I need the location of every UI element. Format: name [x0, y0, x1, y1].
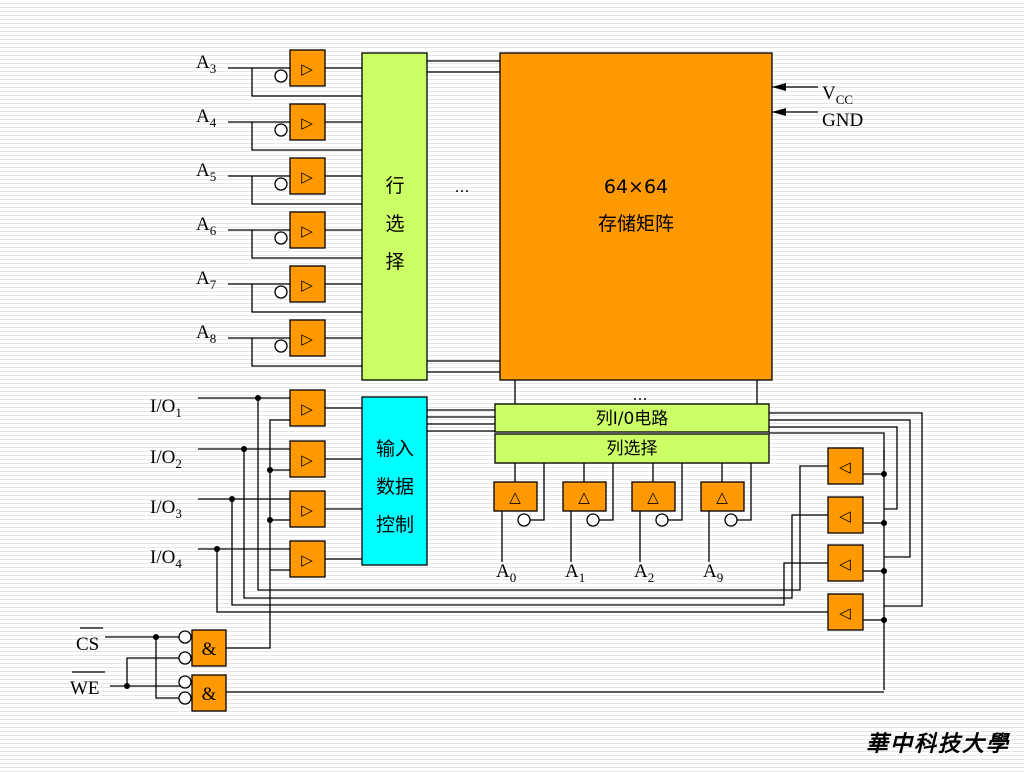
io-label-1: I/O1	[150, 396, 182, 420]
buffer-triangle-icon: ▷	[301, 551, 313, 569]
storage-matrix	[499, 52, 773, 381]
row-select-block	[361, 52, 428, 381]
buffer-triangle-icon: ◁	[839, 555, 851, 573]
buffer-triangle-icon: ▷	[301, 222, 313, 240]
output-buffer-1	[827, 447, 864, 485]
buffer-triangle-icon: ▷	[301, 60, 313, 78]
row-address-label-6: A6	[196, 214, 217, 238]
column-address-label-9: A9	[703, 561, 723, 585]
row-ellipsis: …	[455, 178, 470, 196]
buffer-triangle-icon: ▷	[301, 168, 313, 186]
io-label-4: I/O4	[150, 547, 182, 571]
row-address-label-3: A3	[196, 52, 216, 76]
column-address-buffers: △ A0 △ A1 △ A2 △ A9	[493, 463, 752, 585]
buffer-triangle-icon: ◁	[839, 604, 851, 622]
row-select-char-3: 择	[385, 251, 404, 273]
input-buffer-io2	[289, 440, 326, 478]
input-data-control-block	[361, 396, 428, 566]
output-buffers: ◁ ◁ ◁ ◁	[216, 398, 923, 690]
row-buffer-a6	[289, 211, 326, 249]
and-symbol: &	[202, 639, 217, 660]
buffer-triangle-icon: △	[647, 488, 659, 506]
buffer-triangle-icon: ▷	[301, 501, 313, 519]
row-address-label-4: A4	[196, 106, 217, 130]
input-ctrl-line-2: 数据	[376, 476, 414, 498]
row-address-label-8: A8	[196, 322, 216, 346]
row-address-label-5: A5	[196, 160, 216, 184]
row-address-label-7: A7	[196, 268, 217, 292]
input-ctrl-line-1: 输入	[376, 438, 414, 460]
input-buffer-io4	[289, 540, 326, 578]
row-buffer-a8	[289, 319, 326, 357]
we-label: WE	[70, 678, 100, 699]
buffer-triangle-icon: ▷	[301, 451, 313, 469]
row-buffer-a7	[289, 265, 326, 303]
row-select-char-1: 行	[385, 175, 404, 197]
row-buffer-a4	[289, 103, 326, 141]
column-buffer-a9	[700, 481, 745, 512]
buffer-triangle-icon: △	[578, 488, 590, 506]
io-label-2: I/O2	[150, 447, 182, 471]
buffer-triangle-icon: ▷	[301, 330, 313, 348]
university-logo: 華中科技大學	[865, 731, 1010, 757]
row-address-buffers: A3 ▷ A4 ▷ A5 ▷ A6 ▷ A7 ▷ A8 ▷	[196, 49, 362, 367]
buffer-triangle-icon: ◁	[839, 458, 851, 476]
gnd-label: GND	[822, 110, 863, 131]
column-select-label: 列选择	[607, 439, 658, 459]
output-buffer-2	[827, 496, 864, 534]
buffer-triangle-icon: △	[716, 488, 728, 506]
vcc-label: VCC	[822, 83, 853, 107]
buffer-triangle-icon: ◁	[839, 507, 851, 525]
column-address-label-0: A0	[496, 561, 516, 585]
buffer-triangle-icon: ▷	[301, 276, 313, 294]
column-io-label: 列I/0电路	[596, 409, 669, 429]
column-buffer-a0	[493, 481, 538, 512]
buffer-triangle-icon: ▷	[301, 400, 313, 418]
output-buffer-4	[827, 593, 864, 631]
control-logic: CS WE & &	[70, 627, 884, 712]
and-gate-write	[191, 674, 227, 712]
column-buffer-a1	[562, 481, 607, 512]
column-ellipsis: …	[633, 386, 648, 404]
io-label-3: I/O3	[150, 497, 182, 521]
column-buffer-a2	[631, 481, 676, 512]
cs-label: CS	[76, 634, 99, 655]
column-select-block	[494, 433, 770, 464]
buffer-triangle-icon: △	[509, 488, 521, 506]
row-buffer-a5	[289, 157, 326, 195]
column-io-circuit	[494, 403, 770, 433]
matrix-size: 64×64	[604, 176, 668, 198]
row-select-char-2: 选	[385, 213, 404, 235]
matrix-name: 存储矩阵	[598, 213, 674, 235]
column-address-label-2: A2	[634, 561, 654, 585]
output-buffer-3	[827, 544, 864, 582]
column-address-label-1: A1	[565, 561, 585, 585]
buffer-triangle-icon: ▷	[301, 114, 313, 132]
input-ctrl-line-3: 控制	[376, 514, 414, 536]
row-buffer-a3	[289, 49, 326, 87]
io-buffers: I/O1 ▷ I/O2 ▷ I/O3 ▷ I/O4 ▷	[150, 389, 362, 649]
and-gate-read	[191, 629, 227, 667]
and-symbol: &	[202, 684, 217, 705]
